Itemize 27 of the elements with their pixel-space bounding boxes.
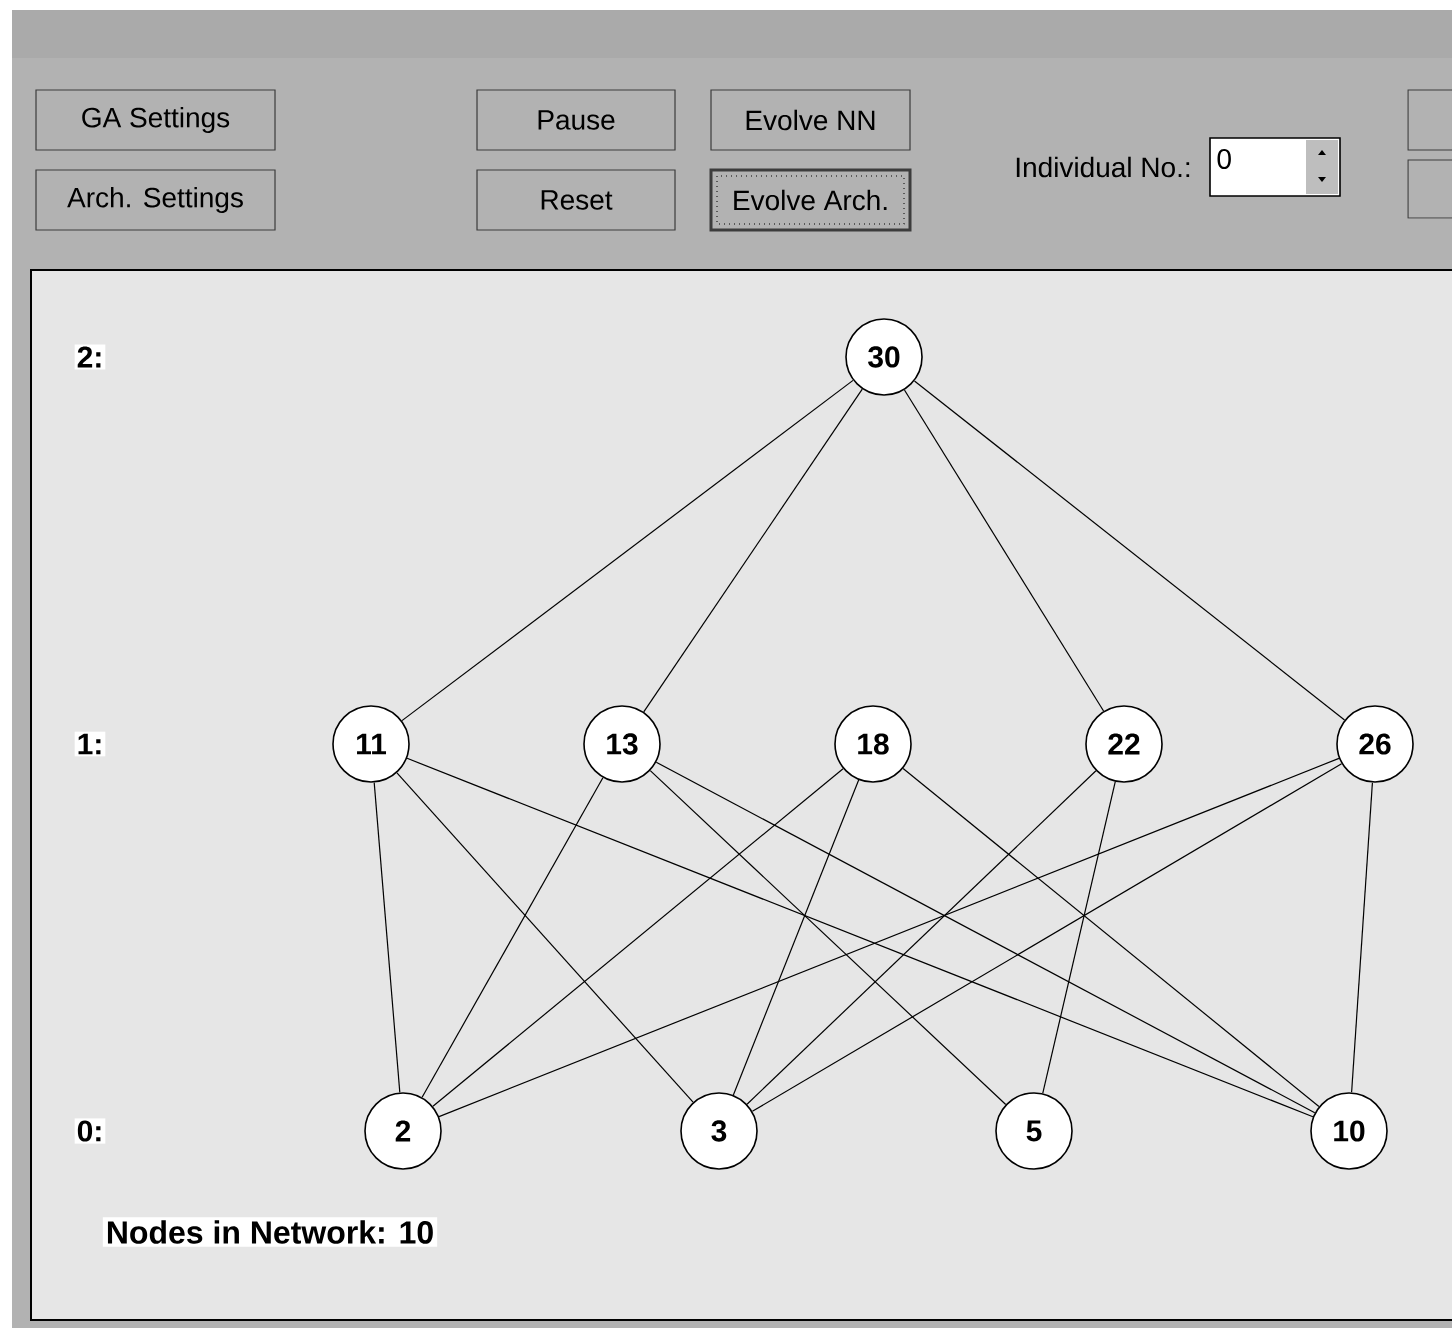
button: Reset xyxy=(476,169,676,231)
connection-line xyxy=(1351,782,1373,1093)
connection-line xyxy=(421,777,604,1098)
button: Arch. Settings xyxy=(35,169,276,231)
field-label: Individual No.: xyxy=(1016,156,1190,178)
button: Pause xyxy=(476,89,676,151)
title-bar xyxy=(12,10,1452,58)
connection-line xyxy=(432,768,844,1107)
connection-line xyxy=(913,380,1346,721)
connection-line xyxy=(746,770,1097,1105)
connection-line xyxy=(373,782,401,1093)
spin-field: 0 xyxy=(1209,137,1341,197)
button: Evolve Arch. xyxy=(709,168,912,232)
button: GA Settings xyxy=(35,89,276,151)
level-label: 0: xyxy=(74,1118,106,1144)
connection-line xyxy=(751,763,1343,1112)
button: Evolve NN xyxy=(710,89,911,151)
node-count-label: Nodes in Network: 10 xyxy=(102,1217,438,1247)
connection-line xyxy=(649,769,1007,1106)
connection-line xyxy=(903,389,1105,712)
connection-line xyxy=(732,779,860,1096)
connection-line xyxy=(396,772,694,1103)
connection-line xyxy=(401,379,854,722)
connection-line xyxy=(1042,781,1116,1094)
connection-line xyxy=(655,761,1316,1114)
connection-line xyxy=(643,388,863,713)
connection-line xyxy=(902,767,1320,1108)
